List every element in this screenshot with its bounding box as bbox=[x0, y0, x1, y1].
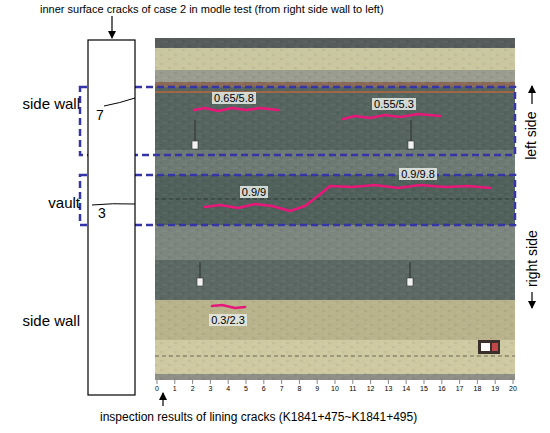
axis-number: 13 bbox=[385, 385, 393, 393]
crack-size: 0.65/5.8 bbox=[212, 92, 256, 104]
crack-number: 7 bbox=[96, 108, 104, 123]
axis-ticks bbox=[157, 380, 513, 384]
region-frame bbox=[80, 87, 515, 225]
axis-number: 20 bbox=[509, 385, 517, 393]
crack-lines bbox=[194, 108, 490, 308]
axis-number: 10 bbox=[331, 385, 339, 393]
axis-number: 1 bbox=[173, 385, 177, 393]
axis-number: 3 bbox=[208, 385, 212, 393]
part-label: side wall bbox=[22, 96, 80, 113]
arrow bbox=[112, 16, 532, 406]
direction-label: right side bbox=[524, 231, 539, 288]
axis-number: 14 bbox=[402, 385, 410, 393]
direction-label: left side bbox=[524, 112, 539, 160]
axis-number: 2 bbox=[191, 385, 195, 393]
axis-number: 6 bbox=[262, 385, 266, 393]
figure-title: inner surface cracks of case 2 in modle … bbox=[40, 3, 384, 15]
crack-size: 0.9/9 bbox=[240, 186, 268, 198]
axis-number: 15 bbox=[420, 385, 428, 393]
axis-number: 16 bbox=[438, 385, 446, 393]
axis-number: 0 bbox=[155, 385, 159, 393]
crack-number: 3 bbox=[98, 206, 106, 221]
crack-size: 0.55/5.3 bbox=[372, 98, 416, 110]
axis-number: 9 bbox=[315, 385, 319, 393]
axis-number: 5 bbox=[244, 385, 248, 393]
axis-number: 12 bbox=[367, 385, 375, 393]
part-label: vault bbox=[48, 195, 80, 212]
model-section bbox=[88, 40, 135, 395]
axis-number: 4 bbox=[226, 385, 230, 393]
axis-number: 7 bbox=[280, 385, 284, 393]
figure-caption: inspection results of lining cracks (K18… bbox=[100, 411, 417, 424]
axis-number: 11 bbox=[349, 385, 356, 393]
crack-size: 0.3/2.3 bbox=[209, 314, 247, 326]
axis-number: 8 bbox=[297, 385, 301, 393]
axis-number: 17 bbox=[456, 385, 464, 393]
part-label: side wall bbox=[22, 313, 80, 330]
axis-number: 19 bbox=[491, 385, 499, 393]
crack-size: 0.9/9.8 bbox=[399, 168, 437, 180]
lining-photo bbox=[155, 38, 515, 380]
axis-number: 18 bbox=[474, 385, 482, 393]
